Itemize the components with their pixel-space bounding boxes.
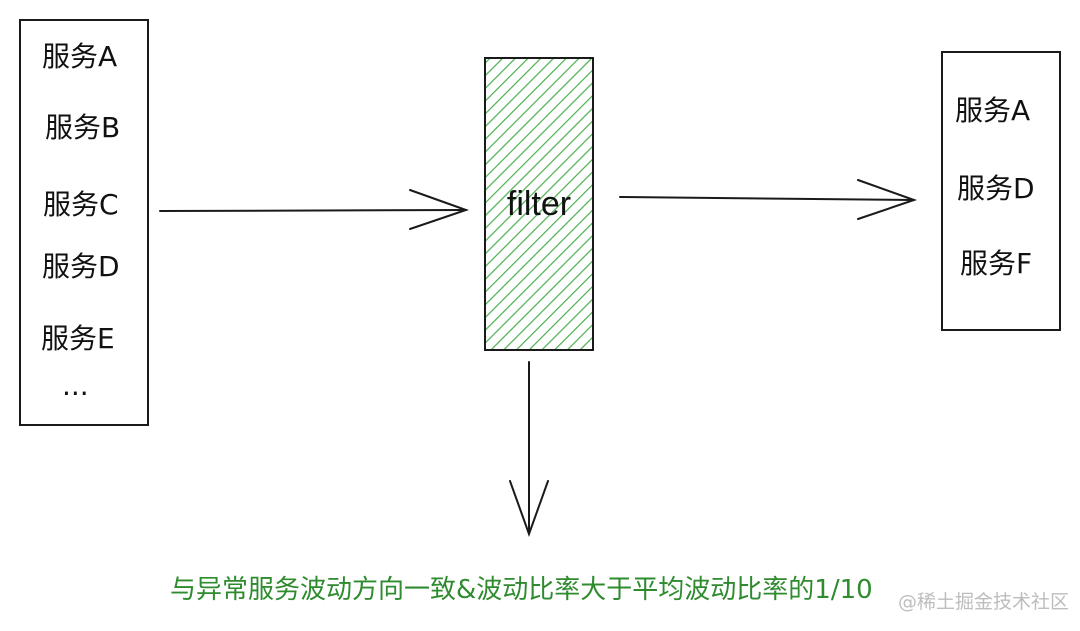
filter-box-frame: [484, 57, 594, 351]
input-service-more: ...: [62, 369, 89, 402]
input-box-frame: [19, 19, 149, 426]
input-service-e: 服务E: [41, 322, 115, 355]
input-services-box: 服务A 服务B 服务C 服务D 服务E ...: [19, 19, 149, 426]
input-service-d: 服务D: [42, 250, 120, 283]
filter-criteria-caption: 与异常服务波动方向一致&波动比率大于平均波动比率的1/10: [170, 575, 873, 605]
arrow-input-to-filter: [159, 189, 470, 230]
filter-box: filter: [484, 57, 594, 351]
arrow-filter-to-output: [619, 179, 918, 220]
input-service-c: 服务C: [43, 188, 119, 221]
output-service-d: 服务D: [957, 172, 1035, 205]
input-service-a: 服务A: [42, 40, 117, 73]
output-service-a: 服务A: [955, 94, 1030, 127]
arrow-filter-down: [509, 361, 549, 537]
filter-label: filter: [507, 185, 571, 223]
output-services-box: 服务A 服务D 服务F: [941, 51, 1061, 331]
output-service-f: 服务F: [960, 247, 1032, 280]
output-box-frame: [941, 51, 1061, 331]
watermark: @稀土掘金技术社区: [898, 591, 1069, 613]
input-service-b: 服务B: [45, 111, 120, 144]
